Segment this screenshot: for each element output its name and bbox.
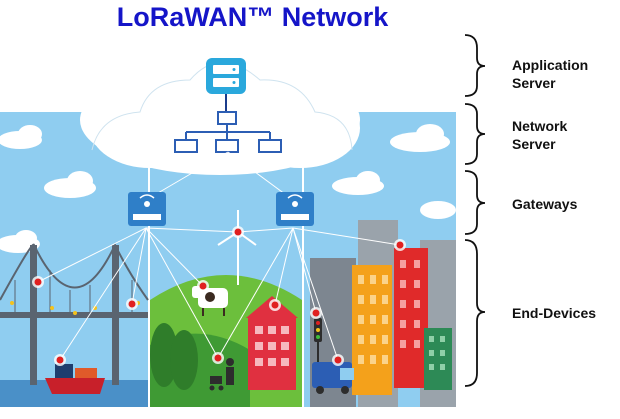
gateway-router-icon xyxy=(276,192,314,226)
gateway-router-icon xyxy=(128,192,166,226)
trees xyxy=(150,323,198,390)
network-tree-icon xyxy=(174,111,282,153)
person-stroller xyxy=(209,358,234,391)
bridge xyxy=(0,245,148,385)
green-building xyxy=(424,328,452,390)
ship xyxy=(45,364,105,394)
page-title: LoRaWAN™ Network xyxy=(116,2,389,32)
orange-building xyxy=(352,265,392,395)
layer-braces xyxy=(464,34,486,387)
network-illustration xyxy=(0,58,456,407)
layer-label-gateways: Gateways xyxy=(512,196,578,212)
delivery-truck xyxy=(312,362,354,394)
server-icon xyxy=(206,58,246,94)
layer-label-end-devices: End-Devices xyxy=(512,305,597,321)
radio-links xyxy=(37,151,401,361)
red-building xyxy=(394,248,428,388)
red-sensor-node-icon xyxy=(32,226,406,366)
